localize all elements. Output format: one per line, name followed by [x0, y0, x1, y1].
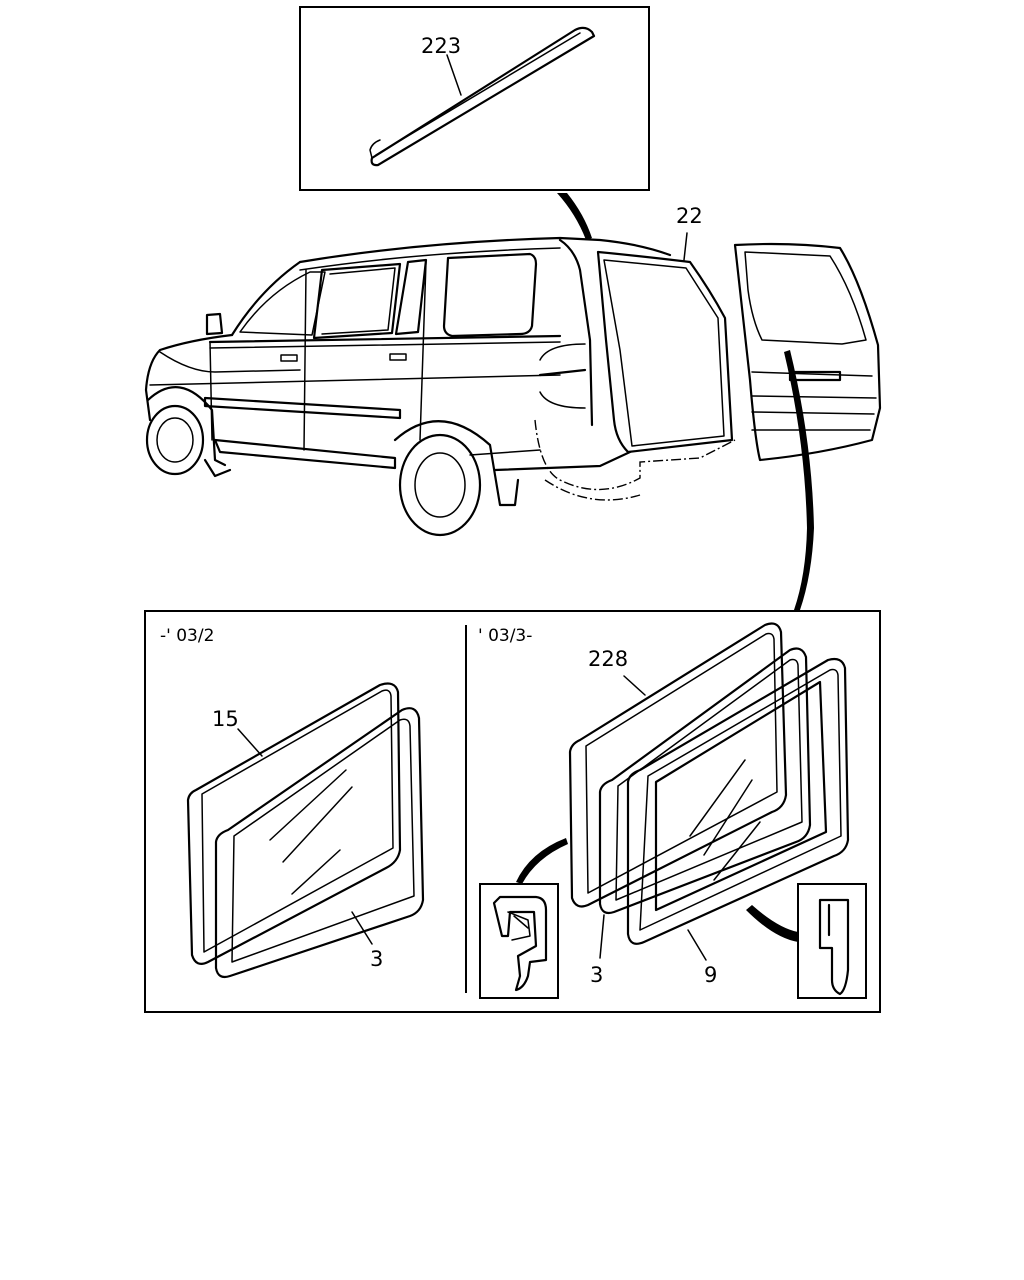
- leader-228: [623, 675, 646, 696]
- leader-22: [683, 232, 688, 261]
- right-variant-assembly: [568, 622, 850, 945]
- leader-9: [687, 929, 707, 961]
- roof-molding-inset: 223: [299, 6, 650, 191]
- callout-9: 9: [704, 963, 717, 987]
- connector-arrow-bottom: [784, 350, 814, 610]
- callout-3-left: 3: [370, 947, 383, 971]
- leader-15: [237, 728, 263, 757]
- callout-22: 22: [676, 204, 703, 228]
- leader-223: [446, 54, 462, 96]
- seal-section-detail-left: [479, 883, 559, 999]
- callout-228: 228: [588, 647, 628, 671]
- left-variant-assembly: [186, 682, 425, 979]
- variant-range-right: ' 03/3-: [478, 626, 532, 646]
- callout-15: 15: [212, 707, 239, 731]
- callout-223: 223: [421, 34, 461, 58]
- connector-arrow-top: [557, 193, 592, 240]
- variant-range-left: -' 03/2: [160, 626, 214, 646]
- leader-3-right: [599, 914, 605, 959]
- roof-molding-part: [369, 26, 596, 167]
- callout-3-right: 3: [590, 963, 603, 987]
- detail-arrow-left: [516, 838, 568, 884]
- variants-panel: [144, 610, 881, 1013]
- vehicle-illustration: [144, 236, 882, 537]
- detail-arrow-right: [746, 905, 798, 942]
- inset-frame: [299, 6, 650, 191]
- leader-3-left: [351, 911, 373, 945]
- seal-section-detail-right: [797, 883, 867, 999]
